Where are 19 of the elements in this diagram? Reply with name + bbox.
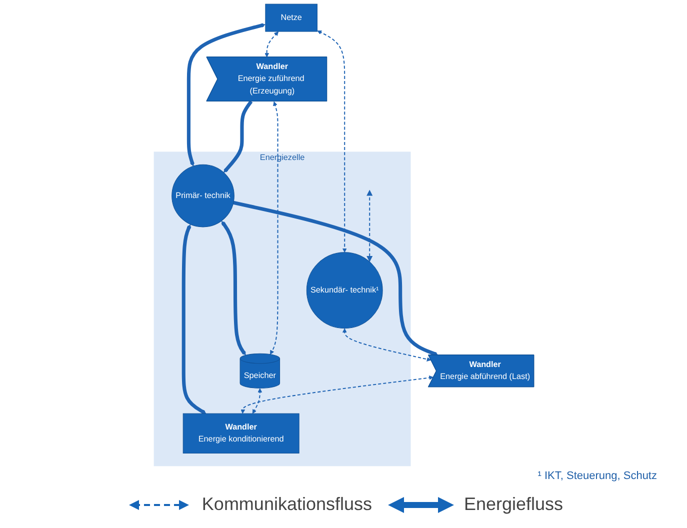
- arrow: [232, 200, 438, 356]
- arrow: [220, 220, 246, 356]
- arrow: [252, 388, 262, 414]
- footnote: ¹ IKT, Steuerung, Schutz: [538, 470, 657, 482]
- arrow: [240, 376, 434, 414]
- node-circle: Primär- technik: [171, 164, 234, 228]
- arrow: [270, 101, 278, 355]
- arrow: [342, 328, 431, 362]
- arrow: [366, 190, 372, 262]
- arrow: [223, 100, 252, 173]
- node-circle: Sekundär- technik¹: [306, 252, 382, 329]
- arrow: [186, 23, 265, 166]
- legend-label: Kommunikationsfluss: [202, 494, 372, 515]
- legend-label: Energiefluss: [464, 494, 564, 515]
- node-box: Wandler Energie konditionierend: [182, 413, 299, 454]
- node-box: Netze: [264, 4, 317, 32]
- arrow: [316, 30, 346, 253]
- arrow: [264, 31, 278, 58]
- arrow: [181, 224, 206, 414]
